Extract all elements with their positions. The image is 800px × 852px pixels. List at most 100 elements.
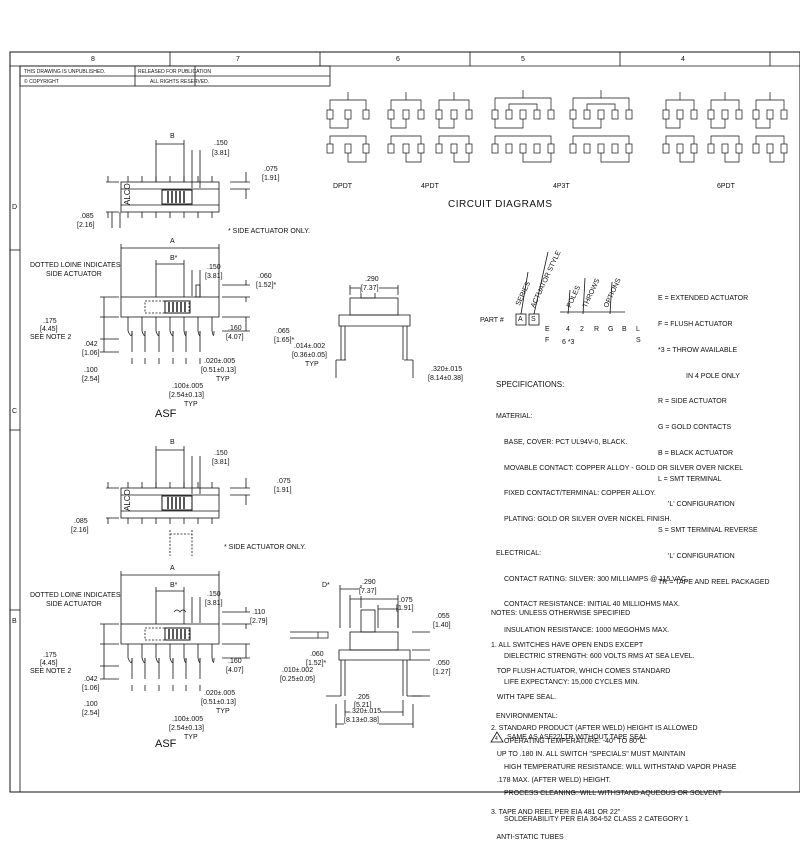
circuit-label-4pdt: 4PDT xyxy=(421,183,439,190)
lower-side-dim-290-mm: [7.37] xyxy=(359,588,377,596)
note-line: ANTI-STATIC TUBES xyxy=(491,834,564,842)
upper-front-dim-150-mm: [3.81] xyxy=(205,273,223,280)
upper-brand-alco: ALCO xyxy=(123,183,132,205)
part-code-l: L xyxy=(636,326,640,333)
zone-label-6: 6 xyxy=(396,56,400,63)
lower-dim-160: .160 xyxy=(228,658,242,665)
part-code-2: 2 xyxy=(580,326,584,333)
lower-dim-020-typ: TYP xyxy=(216,708,230,715)
upper-dim-042-mm: [1.06] xyxy=(82,350,100,357)
legend-line: G = GOLD CONTACTS xyxy=(658,424,732,432)
zone-label-5: 5 xyxy=(521,56,525,63)
legend-line: E = EXTENDED ACTUATOR xyxy=(658,295,749,303)
note-line: 3. TAPE AND REEL PER EIA 481 OR 22" xyxy=(491,808,621,816)
upper-side-dim-014: .014±.002 xyxy=(294,343,326,350)
lower-side-dim-d: D* xyxy=(322,582,330,589)
lower-side-dim-205-mm: [5.21] xyxy=(354,702,372,710)
upper-dim-175: .175 xyxy=(43,318,57,325)
lower-side-dim-290: .290 xyxy=(362,579,376,586)
upper-dim-175-mm: [4.45] xyxy=(40,326,58,333)
lower-side-dim-205: .205 xyxy=(356,694,370,701)
lower-dim-020-mm: [0.51±0.13] xyxy=(201,699,236,706)
upper-see-note-2: SEE NOTE 2 xyxy=(30,334,72,341)
circuit-label-6pdt: 6PDT xyxy=(717,183,735,190)
legend-line: F = FLUSH ACTUATOR xyxy=(658,320,733,328)
upper-view-label-asf: ASF xyxy=(155,408,177,420)
lower-dim-085: .085 xyxy=(74,518,88,525)
upper-dim-100-typ: TYP xyxy=(184,401,198,408)
upper-dim-150: .150 xyxy=(214,140,228,147)
lower-front-dim-150-mm: [3.81] xyxy=(205,600,223,607)
upper-side-actuator-note: * SIDE ACTUATOR ONLY. xyxy=(228,228,310,235)
upper-dim-020: .020±.005 xyxy=(204,358,236,365)
part-code-e: E xyxy=(545,326,550,333)
lower-side-dim-010-mm: [0.25±0.05] xyxy=(280,676,315,683)
circuit-diagram-6pdt xyxy=(662,92,788,163)
engineering-drawing-sheet: 8 7 6 5 4 D C B THIS DRAWING IS UNPUBLIS… xyxy=(9,51,800,841)
lower-dim-b-star: B* xyxy=(170,582,178,589)
lower-dim-075: .075 xyxy=(277,478,291,485)
spec-line: LIFE EXPECTANCY: 15,000 CYCLES MIN. xyxy=(504,678,640,686)
part-code-f: F xyxy=(545,337,550,344)
unpublished-notice: THIS DRAWING IS UNPUBLISHED. xyxy=(24,69,106,75)
upper-dim-100-tol-mm: [2.54±0.13] xyxy=(169,392,204,399)
spec-line: CONTACT RATING: SILVER: 300 MILLIAMPS @ … xyxy=(504,575,689,583)
upper-dim-065: .065 xyxy=(276,328,290,335)
legend-line: TR = TAPE AND REEL PACKAGED xyxy=(658,578,770,586)
spec-line: PLATING: GOLD OR SILVER OVER NICKEL FINI… xyxy=(504,516,672,524)
lower-dim-100: .100 xyxy=(84,701,98,708)
lower-dim-b: B xyxy=(170,439,175,446)
lower-dim-175-mm: [4.45] xyxy=(40,660,58,667)
specifications-heading: SPECIFICATIONS: xyxy=(496,380,565,390)
note-line: UP TO .180 IN. ALL SWITCH "SPECIALS" MUS… xyxy=(491,751,686,759)
spec-line: BASE, COVER: PCT UL94V-0, BLACK. xyxy=(504,438,628,446)
lower-side-dim-055: .055 xyxy=(436,613,450,620)
lower-view-label-asf: ASF xyxy=(155,738,177,750)
upper-dim-060-mm: [1.52]* xyxy=(256,282,277,289)
upper-dim-020-mm: [0.51±0.13] xyxy=(201,367,236,374)
note-4-text: SAME AS ASF22LTR WITHOUT TAPE SEAL xyxy=(507,734,648,741)
lower-dim-175: .175 xyxy=(43,652,57,659)
lower-side-dim-055-mm: [1.40] xyxy=(433,622,451,629)
lower-dim-100-tol: .100±.005 xyxy=(172,716,204,723)
circuit-diagram-4pdt xyxy=(387,92,473,163)
part-code-4: 4 xyxy=(566,326,570,333)
note-line: .178 MAX. (AFTER WELD) HEIGHT. xyxy=(491,776,611,784)
lower-side-dim-075: .075 xyxy=(399,597,413,604)
lower-front-view xyxy=(100,571,250,691)
upper-dim-100-tol: .100±.005 xyxy=(172,383,204,390)
lower-side-actuator-note: * SIDE ACTUATOR ONLY. xyxy=(224,544,306,551)
upper-top-view xyxy=(106,140,250,228)
lower-dim-150: .150 xyxy=(214,450,228,457)
lower-dotted-note-line1: DOTTED LOINE INDICATES xyxy=(30,592,121,599)
zone-label-7: 7 xyxy=(236,56,240,63)
upper-dim-100: .100 xyxy=(84,367,98,374)
zone-label-8: 8 xyxy=(91,56,95,63)
zone-label-c: C xyxy=(12,408,18,415)
upper-dim-042: .042 xyxy=(84,341,98,348)
zone-label-4: 4 xyxy=(681,56,685,63)
lower-side-dim-320: .320±.015 xyxy=(350,708,382,716)
circuit-diagrams-title: CIRCUIT DIAGRAMS xyxy=(448,199,553,210)
spec-line: DIELECTRIC STRENGTH: 600 VOLTS RMS AT SE… xyxy=(504,653,695,660)
title-block xyxy=(19,65,331,87)
part-code-6-star3: 6 *3 xyxy=(562,339,575,346)
part-box-a: A xyxy=(518,316,523,323)
lower-dim-a: A xyxy=(170,565,175,572)
note-line: WITH TAPE SEAL. xyxy=(491,693,557,701)
part-code-r: R xyxy=(594,326,600,333)
legend-line: L = SMT TERMINAL xyxy=(658,475,722,483)
upper-side-dim-320-mm: [8.14±0.38] xyxy=(428,375,463,382)
lower-side-dim-060-mm: [1.52]* xyxy=(306,660,327,667)
lower-side-dim-075-mm: [1.91] xyxy=(396,605,414,612)
upper-front-view xyxy=(100,244,250,364)
spec-line: CONTACT RESISTANCE: INITIAL 40 MILLIOHMS… xyxy=(504,601,680,609)
note-line: TOP FLUSH ACTUATOR, WHICH COMES STANDARD xyxy=(491,667,671,675)
circuit-diagram-4p3t xyxy=(491,90,633,163)
upper-side-dim-014-typ: TYP xyxy=(305,361,319,368)
upper-dim-160-mm: [4.07] xyxy=(226,334,244,341)
lower-dim-042-mm: [1.06] xyxy=(82,685,100,692)
rights-notice: ALL RIGHTS RESERVED. xyxy=(150,79,210,85)
upper-side-dim-290-mm: [7.37] xyxy=(361,285,379,293)
upper-front-dim-150: .150 xyxy=(207,264,221,271)
